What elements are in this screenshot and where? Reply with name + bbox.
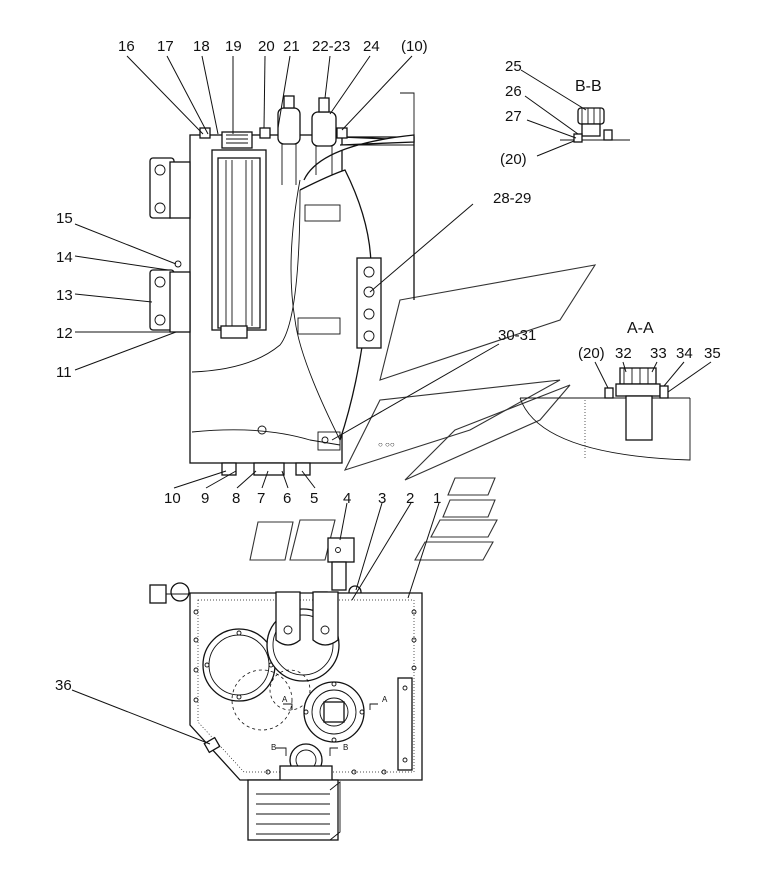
callout-9: 9 — [201, 490, 209, 507]
section-labels: B-B A-A A A B B — [271, 78, 654, 752]
callout-1: 1 — [433, 490, 441, 507]
callout-10-ref-top: (10) — [401, 38, 428, 55]
callout-22-23: 22-23 — [312, 38, 350, 55]
callout-24: 24 — [363, 38, 380, 55]
section-marker-b-left: B — [271, 743, 276, 752]
callout-15: 15 — [56, 210, 73, 227]
callout-26: 26 — [505, 83, 522, 100]
callout-2: 2 — [406, 490, 414, 507]
callout-34: 34 — [676, 345, 693, 362]
callout-36: 36 — [55, 677, 72, 694]
callout-10: 10 — [164, 490, 181, 507]
callout-13: 13 — [56, 287, 73, 304]
callout-18: 18 — [193, 38, 210, 55]
callout-28-29: 28-29 — [493, 190, 531, 207]
callout-32: 32 — [615, 345, 632, 362]
callout-17: 17 — [157, 38, 174, 55]
section-marker-a-left: A — [282, 695, 288, 704]
callout-16: 16 — [118, 38, 135, 55]
leader-lines — [71, 55, 712, 745]
callout-6: 6 — [283, 490, 291, 507]
callouts: 16 17 18 19 20 21 22-23 24 (10) 25 26 27… — [55, 38, 721, 694]
callout-12: 12 — [56, 325, 73, 342]
callout-19: 19 — [225, 38, 242, 55]
callout-25: 25 — [505, 58, 522, 75]
callout-27: 27 — [505, 108, 522, 125]
callout-3: 3 — [378, 490, 386, 507]
callout-8: 8 — [232, 490, 240, 507]
callout-5: 5 — [310, 490, 318, 507]
upper-tank: ○ ○○ — [149, 92, 415, 476]
section-title-bb: B-B — [575, 78, 602, 95]
section-aa-detail — [519, 367, 691, 461]
callout-20-ref-bb: (20) — [500, 151, 527, 168]
callout-11: 11 — [56, 364, 72, 381]
section-marker-a-right: A — [382, 695, 388, 704]
section-marker-b-right: B — [343, 743, 348, 752]
callout-7: 7 — [257, 490, 265, 507]
callout-20-ref-aa: (20) — [578, 345, 605, 362]
lower-tank — [149, 582, 423, 841]
callout-14: 14 — [56, 249, 73, 266]
svg-text:○ ○○: ○ ○○ — [378, 440, 395, 449]
callout-35: 35 — [704, 345, 721, 362]
callout-30-31: 30-31 — [498, 327, 536, 344]
section-bb-detail — [560, 107, 630, 143]
callout-21: 21 — [283, 38, 300, 55]
callout-33: 33 — [650, 345, 667, 362]
callout-20: 20 — [258, 38, 275, 55]
section-title-aa: A-A — [627, 320, 654, 337]
callout-4: 4 — [343, 490, 351, 507]
